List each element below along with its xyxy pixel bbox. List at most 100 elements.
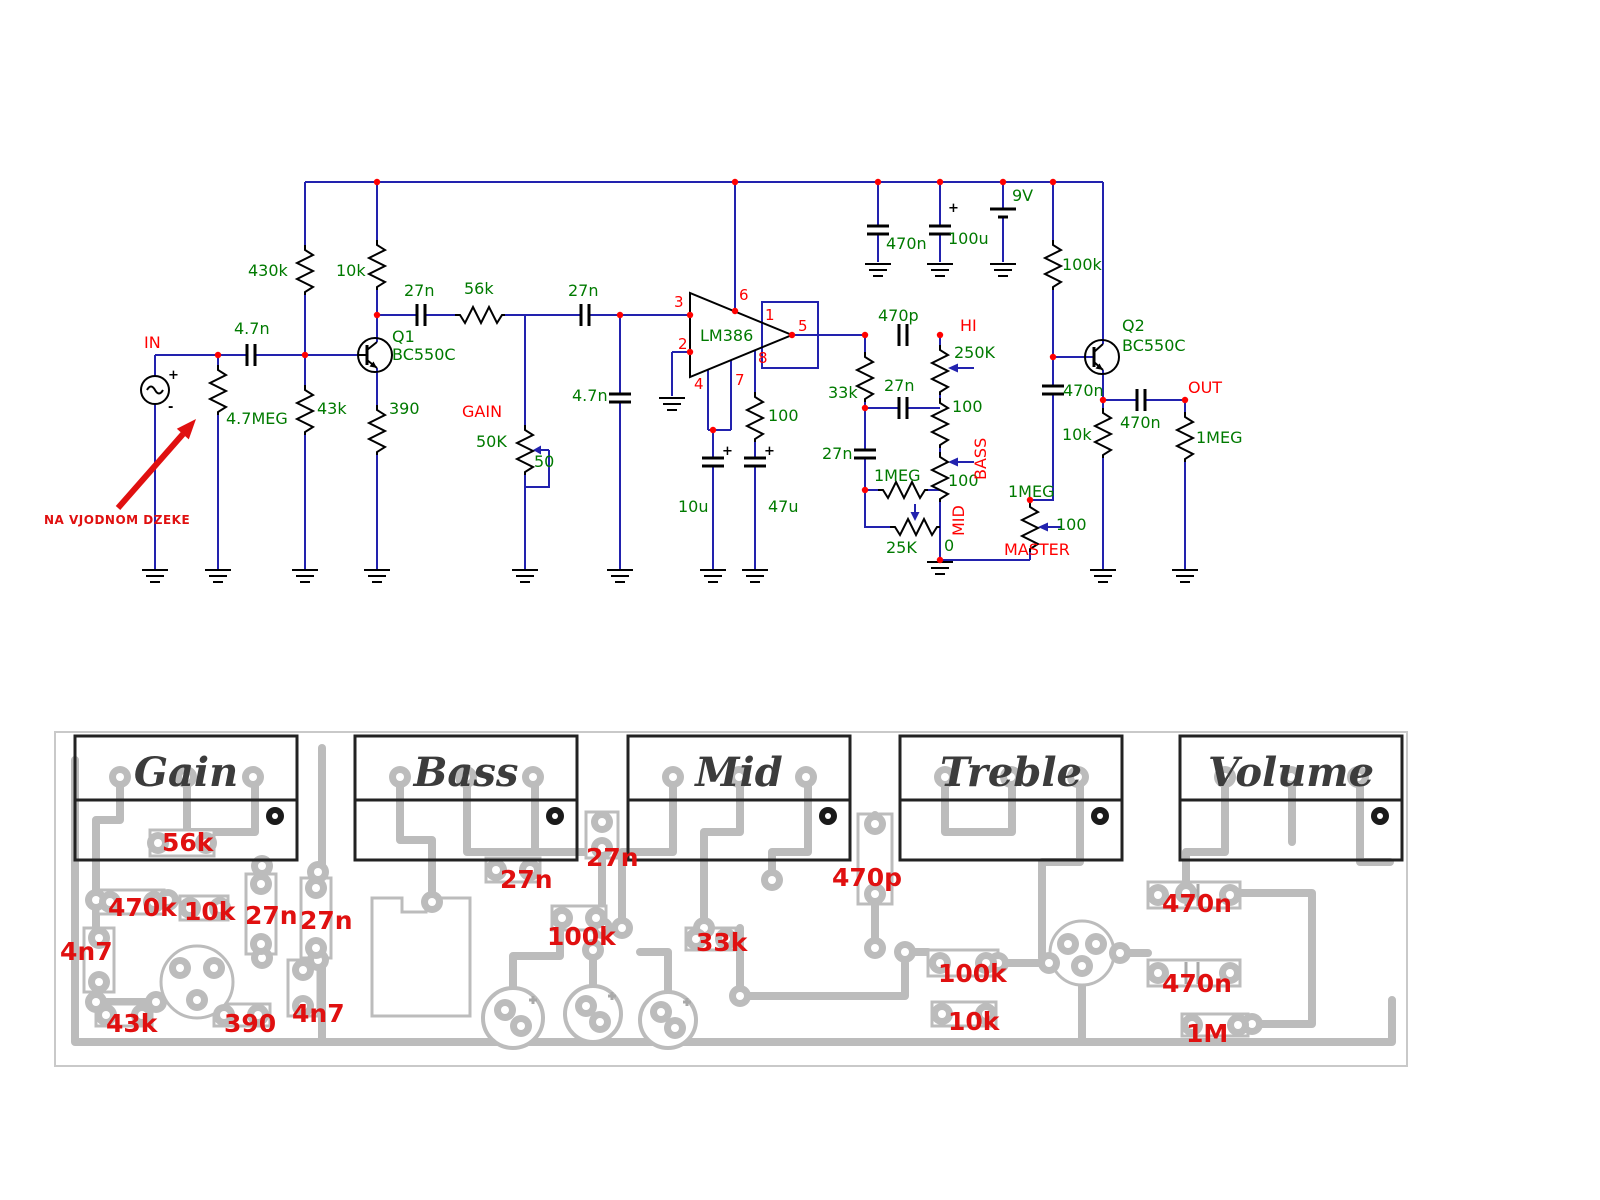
label-47u: 47u	[768, 497, 799, 516]
label-10u: 10u	[678, 497, 709, 516]
resistor-100k	[1044, 239, 1062, 291]
pcb-label-100k-a: 100k	[547, 922, 617, 951]
mid-wiper-arrow	[910, 512, 920, 521]
pcb-label-56k: 56k	[162, 828, 215, 857]
resistor-100	[746, 391, 764, 443]
label-100-a: 100	[768, 406, 799, 425]
label-250k: 250K	[954, 343, 996, 362]
pin-6: 6	[739, 286, 749, 304]
label-master-value: 1MEG	[1008, 482, 1055, 501]
pcb-value-labels: 56k 470k 10k 27n 27n 4n7 43k 390 4n7 27n…	[60, 828, 1232, 1048]
pot-label-treble: Treble	[940, 749, 1082, 796]
pot-gain: Gain	[73, 734, 299, 862]
red-arrow	[115, 432, 186, 510]
resistor-100b	[931, 397, 949, 449]
pcb-label-10k-b: 10k	[948, 1007, 1001, 1036]
label-hi: HI	[960, 316, 977, 335]
resistor-1meg-out	[1176, 411, 1194, 463]
cap-470p	[897, 322, 909, 348]
100u-plus: +	[948, 201, 959, 216]
label-4.7meg: 4.7MEG	[226, 409, 288, 428]
label-mid: MID	[949, 505, 968, 536]
battery-9v	[990, 207, 1016, 219]
label-43k: 43k	[317, 399, 347, 418]
cap-10u	[700, 456, 726, 468]
label-q1-type: BC550C	[392, 345, 456, 364]
label-lm386: LM386	[700, 326, 753, 345]
master-wiper-arrow	[1038, 522, 1048, 532]
hi-wiper-arrow	[948, 363, 958, 373]
label-100-c: 100	[948, 471, 979, 490]
label-25k: 25K	[886, 538, 917, 557]
label-27n-b: 27n	[568, 281, 599, 300]
cap-470n-b	[1040, 384, 1066, 396]
label-10k: 10k	[336, 261, 366, 280]
pcb-label-27n-c: 27n	[500, 865, 553, 894]
pin-5: 5	[798, 317, 808, 335]
cap-470n-out	[1135, 387, 1147, 413]
resistor-33k	[856, 351, 874, 403]
label-mid-pos: 0	[944, 536, 954, 555]
source-plus: +	[168, 368, 179, 383]
resistor-56k	[454, 306, 506, 324]
cap-27n-b	[579, 302, 591, 328]
gain-wiper-arrow	[533, 445, 541, 455]
pcb-label-4n7-b: 4n7	[292, 999, 345, 1028]
label-q2: Q2	[1122, 316, 1145, 335]
pcb-layout: Gain Bass Mid Treble Vol	[54, 731, 1408, 1067]
resistor-10k-out	[1094, 407, 1112, 459]
label-10k-out: 10k	[1062, 425, 1092, 444]
pcb-label-33k: 33k	[696, 928, 749, 957]
pot-volume: Volume	[1178, 734, 1404, 862]
label-4.7n-b: 4.7n	[572, 386, 608, 405]
pcb-label-27n-b: 27n	[300, 906, 353, 935]
pcb-label-43k: 43k	[106, 1009, 159, 1038]
label-gain-value: 50K	[476, 432, 507, 451]
label-gain-pos: 50	[534, 452, 554, 471]
bass-wiper-arrow	[948, 457, 958, 467]
wires	[154, 181, 1186, 570]
schematic: IN + - 4.7n 4.7MEG 430k 10k 43k 390 Q1 B…	[140, 178, 1243, 583]
resistor-390	[368, 404, 386, 456]
cap-27n-a	[415, 302, 427, 328]
gain-pot	[516, 424, 534, 476]
lm386-opamp	[689, 291, 795, 379]
label-1meg-a: 1MEG	[874, 466, 921, 485]
label-470n-b: 470n	[1063, 381, 1104, 400]
red-arrow-head	[176, 419, 196, 440]
annotation-note: NA VJODNOM DZEKE	[44, 513, 190, 527]
cap-4.7n-in	[245, 342, 257, 368]
bass-pot	[931, 451, 949, 503]
hi-pot	[931, 344, 949, 396]
label-in: IN	[144, 333, 161, 352]
pin-8: 8	[758, 349, 768, 367]
label-390: 390	[389, 399, 420, 418]
pot-mid: Mid	[626, 734, 852, 862]
pot-treble: Treble	[898, 734, 1124, 862]
label-100-b: 100	[952, 397, 983, 416]
label-100k: 100k	[1062, 255, 1103, 274]
label-100-d: 100	[1056, 515, 1087, 534]
pcb-label-470k: 470k	[108, 893, 178, 922]
transistor-q2	[1084, 339, 1120, 375]
pcb-label-1m: 1M	[1186, 1019, 1228, 1048]
ground-symbols	[141, 263, 1199, 583]
label-27n-c: 27n	[884, 376, 915, 395]
cap-27n-d	[852, 448, 878, 460]
pin-1: 1	[765, 306, 775, 324]
cap-27n-c	[897, 395, 909, 421]
pin-7: 7	[735, 371, 745, 389]
resistor-4.7meg	[209, 364, 227, 416]
pot-label-gain: Gain	[134, 749, 238, 796]
annotation: NA VJODNOM DZEKE	[44, 419, 196, 527]
label-1meg-out: 1MEG	[1196, 428, 1243, 447]
resistor-10k	[368, 239, 386, 291]
pot-label-mid: Mid	[693, 749, 782, 796]
label-430k: 430k	[248, 261, 289, 280]
pcb-label-27n-d: 27n	[586, 843, 639, 872]
pin-4: 4	[694, 375, 704, 393]
pcb-label-100k-b: 100k	[938, 959, 1008, 988]
pcb-label-470n-b: 470n	[1162, 969, 1232, 998]
label-470n-out: 470n	[1120, 413, 1161, 432]
